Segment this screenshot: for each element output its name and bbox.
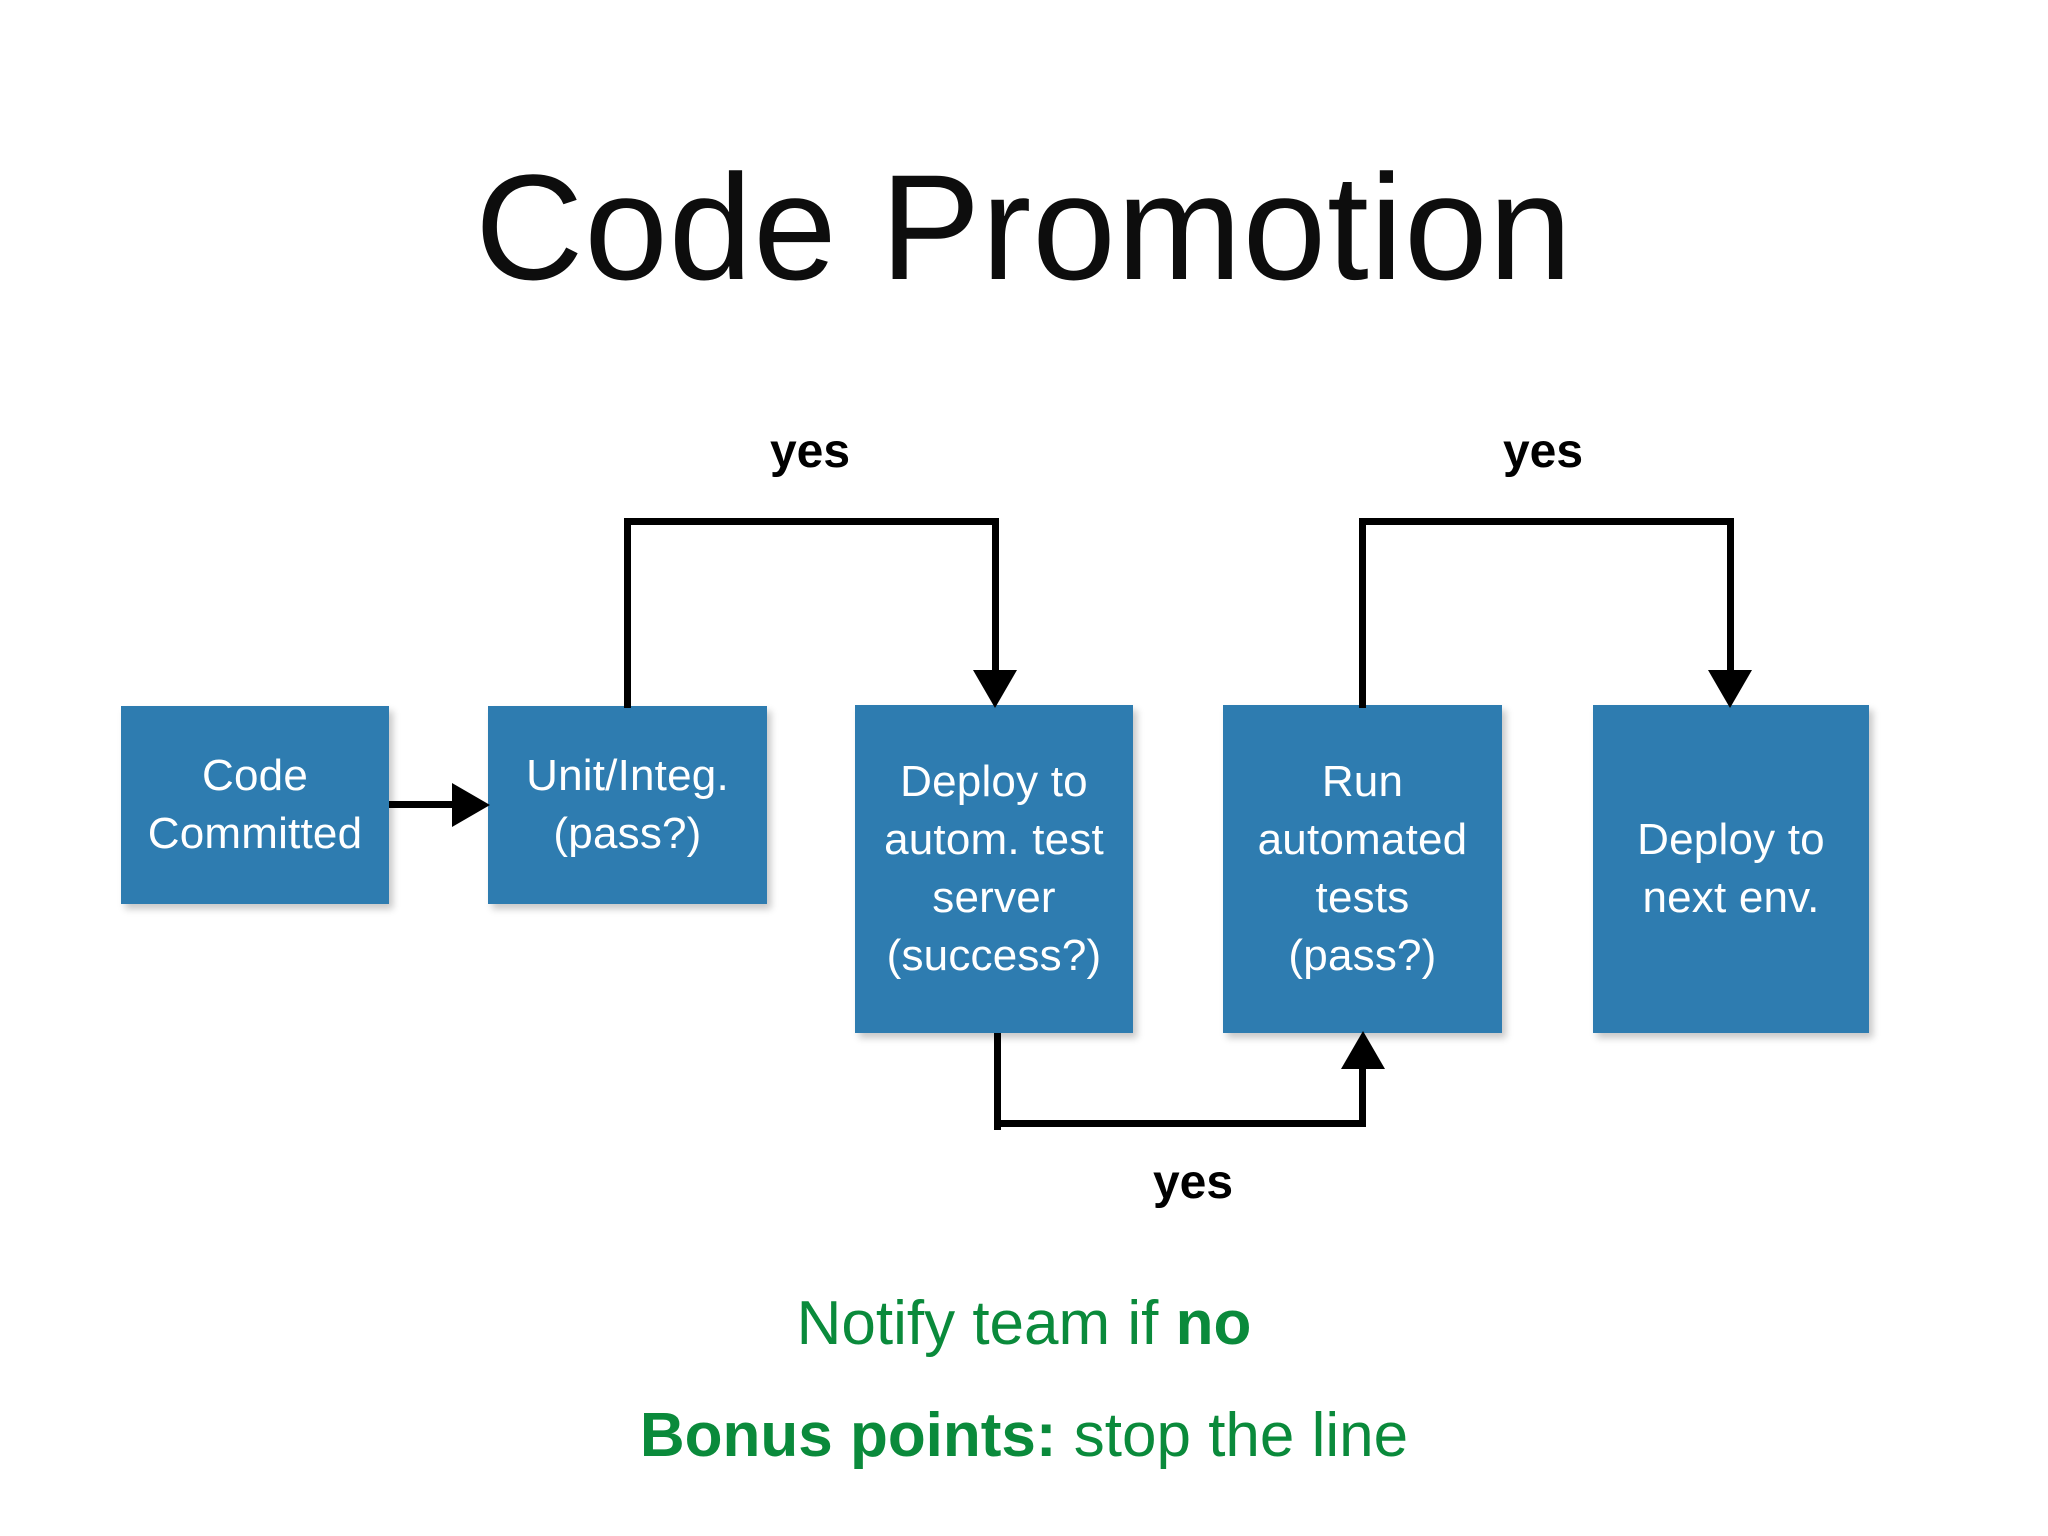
edge-code-committed-to-unit-integ-line	[389, 801, 457, 808]
edge-run-tests-to-deploy-next-env-descender	[1727, 518, 1734, 676]
edge-deploy-test-to-run-tests-span	[994, 1120, 1366, 1127]
edge-unit-integ-to-deploy-test-riser	[624, 518, 631, 708]
note-notify-bold: no	[1175, 1289, 1252, 1358]
edge-code-committed-to-unit-integ-arrowhead	[452, 783, 490, 827]
note-notify-team: Notify team if no	[0, 1288, 2048, 1359]
node-label: Code Committed	[147, 750, 363, 858]
edge-unit-integ-to-deploy-test-arrowhead	[973, 670, 1017, 708]
edge-label-yes-bottom: yes	[1152, 1156, 1234, 1209]
edge-run-tests-to-deploy-next-env-riser	[1359, 518, 1366, 708]
edge-label-yes-top-left: yes	[769, 425, 851, 478]
node-label: Deploy to autom. test server (success?)	[884, 756, 1104, 981]
edge-unit-integ-to-deploy-test-descender	[992, 518, 999, 676]
edge-unit-integ-to-deploy-test-span	[624, 518, 999, 525]
node-label: Unit/Integ. (pass?)	[526, 750, 729, 858]
note-bonus-points: Bonus points: stop the line	[0, 1400, 2048, 1471]
page-title: Code Promotion	[475, 143, 1573, 311]
edge-deploy-test-to-run-tests-descender	[994, 1033, 1001, 1130]
note-notify-plain: Notify team if	[796, 1289, 1176, 1358]
node-deploy-test-server[interactable]: Deploy to autom. test server (success?)	[855, 705, 1133, 1033]
node-label: Deploy to next env.	[1637, 814, 1825, 922]
edge-deploy-test-to-run-tests-arrowhead	[1341, 1031, 1385, 1069]
node-unit-integ[interactable]: Unit/Integ. (pass?)	[488, 706, 767, 904]
edge-run-tests-to-deploy-next-env-span	[1359, 518, 1734, 525]
note-bonus-plain: stop the line	[1056, 1401, 1409, 1470]
edge-label-yes-top-right: yes	[1502, 425, 1584, 478]
node-code-committed[interactable]: Code Committed	[121, 706, 389, 904]
edge-run-tests-to-deploy-next-env-arrowhead	[1708, 670, 1752, 708]
node-deploy-next-env[interactable]: Deploy to next env.	[1593, 705, 1869, 1033]
node-label: Run automated tests (pass?)	[1257, 756, 1468, 981]
note-bonus-bold: Bonus points:	[639, 1401, 1057, 1470]
edge-deploy-test-to-run-tests-riser	[1359, 1065, 1366, 1123]
node-run-automated-tests[interactable]: Run automated tests (pass?)	[1223, 705, 1502, 1033]
